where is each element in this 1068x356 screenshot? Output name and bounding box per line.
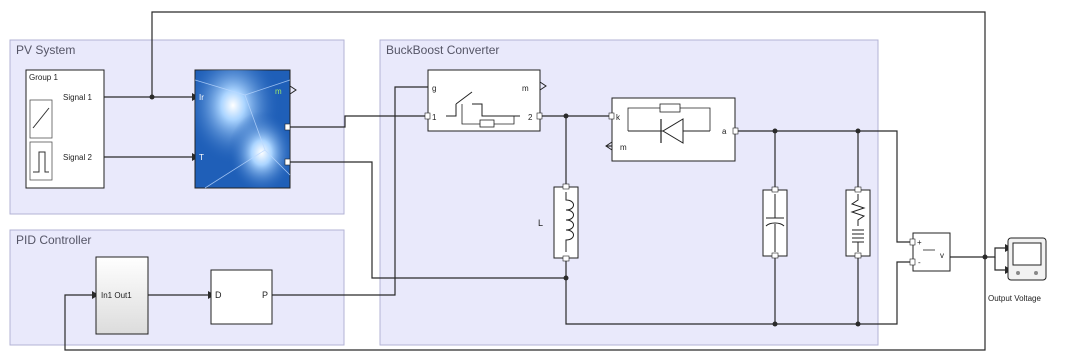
diode-resistor-icon [659,103,681,113]
pv-in-t: T [199,153,204,162]
pv-in-ir: Ir [199,93,204,102]
diode-block[interactable]: k m a [605,97,739,162]
pid-controller-title: PID Controller [16,233,91,247]
wire-scope-in1[interactable] [985,247,1005,258]
capacitor-block[interactable] [762,186,788,259]
wire-to-sensor-minus[interactable] [858,261,913,325]
diode-k: k [616,113,621,122]
junction-res-top [855,128,861,134]
diode-a: a [722,127,727,136]
signal-builder-block[interactable]: Group 1 Signal 1 Signal 2 [25,69,105,189]
voltage-sensor-block[interactable]: + - v [909,232,951,272]
pid-subsystem-block[interactable]: In1 Out1 [95,256,149,335]
diode-symbol [662,118,684,144]
sensor-v: v [940,251,944,260]
pv-array-block[interactable]: Ir T m [194,69,297,189]
inductor-label: L [538,218,543,228]
pv-cell-lines [194,79,291,189]
sensor-minus: - [918,258,921,267]
wire-pid-to-gate[interactable] [272,86,428,296]
wire-scope-in2[interactable] [994,257,1005,271]
mosfet-g: g [432,84,436,93]
junction-neg-rail [563,275,569,281]
scope-screen-icon [1012,242,1042,266]
wire-to-sensor-plus[interactable] [858,130,913,243]
signal2-label: Signal 2 [63,153,92,162]
buckboost-converter-title: BuckBoost Converter [386,43,499,57]
inductor-coil-icon [565,192,574,252]
mosfet-2: 2 [528,113,533,122]
resistor-load-block[interactable] [845,186,871,259]
switch-symbol [446,91,520,117]
junction-res-bottom [855,321,861,327]
wire-pv-positive[interactable] [290,115,428,128]
inductor-block[interactable]: L [538,183,579,262]
pulse-icon [33,151,49,173]
junction-switch-node [563,113,569,119]
wire-bottom-loop[interactable] [64,257,986,351]
mosfet-m-chevron [539,81,547,91]
wire-pv-negative[interactable] [290,161,566,279]
wire-top-loop[interactable] [151,11,986,257]
signal1-label: Signal 1 [63,93,92,102]
pv-output-chevron [289,85,297,95]
junction-cap-top [772,128,778,134]
pv-out-m: m [275,87,282,96]
pv-port-negative[interactable] [284,158,291,166]
scope-label: Output Voltage [988,294,1041,303]
signal-wires [64,11,1005,351]
junction-cap-bottom [772,321,778,327]
junction-output [982,254,988,260]
pid-controller-block[interactable]: D P [210,269,273,325]
mosfet-m: m [522,84,529,93]
pid-controller-area[interactable]: PID Controller [9,229,345,346]
junctions [149,94,988,327]
ramp-icon [32,107,50,129]
switch-resistor-icon [479,119,495,128]
scope-block[interactable]: Output Voltage [988,237,1047,303]
pv-port-positive[interactable] [284,123,291,131]
mosfet-1: 1 [432,113,437,122]
pv-system-title: PV System [16,43,75,57]
sensor-plus: + [917,238,922,247]
capacitor-symbol-icon [765,194,785,252]
mosfet-switch-block[interactable]: g m 1 2 [424,69,547,132]
pid-in-d: D [215,290,222,300]
signal-builder-title: Group 1 [29,73,58,82]
pid-subsystem-label: In1 Out1 [101,291,132,300]
resistor-symbol-icon [850,194,866,252]
diode-m-chevron [605,141,613,151]
junction-signal1 [149,94,155,100]
pid-out-p: P [262,290,268,300]
diode-m: m [620,143,627,152]
